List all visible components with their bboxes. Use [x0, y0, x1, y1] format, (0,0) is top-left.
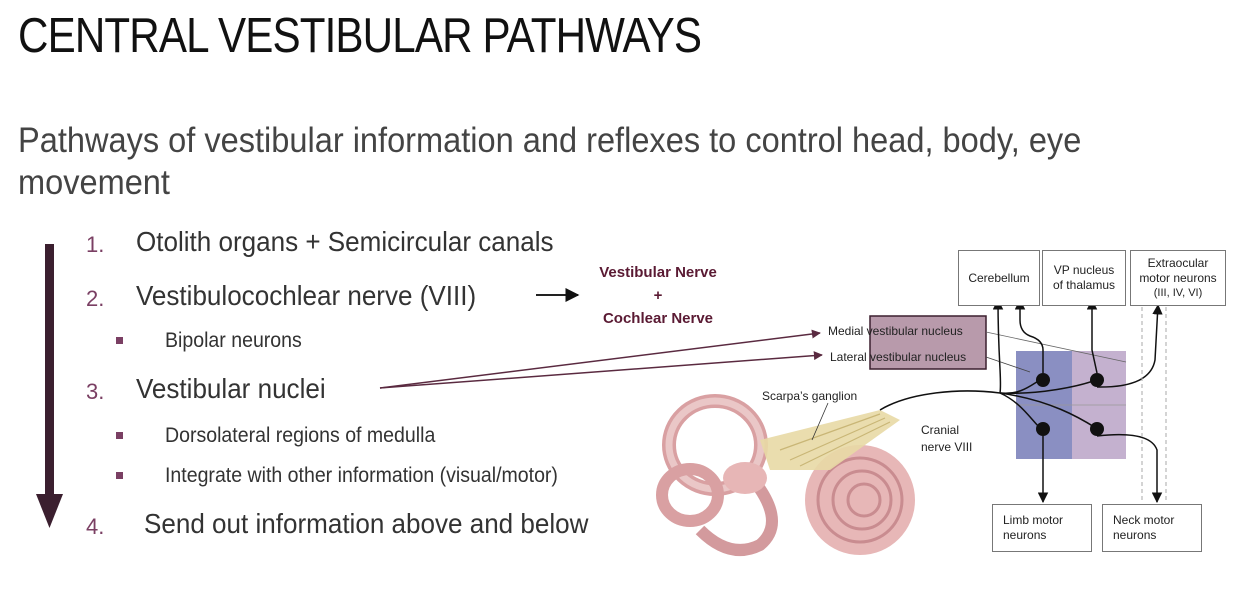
cranial-nerve-trunk — [879, 390, 1001, 411]
box-extraocular: Extraocular motor neurons (III, IV, VI) — [1130, 250, 1226, 306]
box-vp-nucleus: VP nucleus of thalamus — [1042, 250, 1126, 306]
slide-subtitle: Pathways of vestibular information and r… — [18, 121, 1082, 202]
list-text: Otolith organs + Semicircular canals — [136, 226, 554, 257]
nerve-note-line3: Cochlear Nerve — [602, 310, 714, 327]
box-text: neurons — [1113, 528, 1157, 542]
box-limb-motor: Limb motor neurons — [992, 504, 1092, 552]
list-text: Vestibulocochlear nerve (VIII) — [136, 280, 477, 311]
label-scarpa-ganglion: Scarpa’s ganglion — [762, 389, 858, 403]
neuron-soma — [1036, 422, 1050, 436]
flow-arrow-shaft — [45, 244, 54, 499]
sub-bullet — [116, 472, 123, 479]
label-cranial-nerve-1: Cranial — [921, 423, 960, 437]
box-text: Cerebellum — [968, 270, 1030, 285]
box-text: VP nucleus — [1053, 263, 1115, 277]
box-text: motor neurons — [1139, 270, 1217, 285]
box-text: neurons — [1003, 528, 1047, 542]
box-text: Limb motor — [1003, 513, 1064, 527]
box-text: of thalamus — [1052, 278, 1116, 292]
scarpa-leader — [811, 402, 829, 441]
sub-item-text: Dorsolateral regions of medulla — [165, 424, 436, 447]
sub-bullet — [116, 432, 123, 439]
nerve-note-plus: + — [653, 287, 663, 304]
label-medial-nucleus: Medial vestibular nucleus — [828, 324, 963, 338]
flow-arrow — [36, 244, 63, 528]
lateral-leader — [985, 356, 1031, 373]
neuron-soma — [1036, 373, 1050, 387]
sub-item-text: Integrate with other information (visual… — [165, 464, 558, 487]
flow-arrow-head — [36, 494, 63, 528]
sub-item-text: Bipolar neurons — [165, 329, 302, 352]
neuron-soma — [1090, 373, 1104, 387]
label-cranial-nerve-2: nerve VIII — [921, 440, 973, 454]
nuclei-arrow-lateral — [379, 351, 823, 389]
list-number: 2. — [86, 286, 105, 311]
slide-title: CENTRAL VESTIBULAR PATHWAYS — [18, 9, 702, 63]
box-text: Neck motor — [1113, 513, 1175, 527]
list-text: Vestibular nuclei — [136, 373, 326, 404]
list-number: 3. — [86, 379, 105, 404]
inner-ear-illustration — [656, 394, 915, 556]
nucleus-highlight-box — [869, 315, 987, 370]
nerve-note-line1: Vestibular Nerve — [599, 264, 717, 281]
medial-leader — [985, 331, 1127, 363]
box-text: (III, IV, VI) — [1153, 286, 1203, 299]
list-number: 4. — [86, 514, 105, 539]
sub-bullet — [116, 337, 123, 344]
neuron-soma — [1090, 422, 1104, 436]
box-text: Extraocular — [1147, 255, 1209, 270]
nuclei-arrow-medial — [379, 329, 821, 389]
list-text: Send out information above and below — [144, 508, 589, 539]
box-cerebellum: Cerebellum — [958, 250, 1040, 306]
list-number: 1. — [86, 232, 105, 257]
box-neck-motor: Neck motor neurons — [1102, 504, 1202, 552]
label-lateral-nucleus: Lateral vestibular nucleus — [830, 350, 967, 364]
